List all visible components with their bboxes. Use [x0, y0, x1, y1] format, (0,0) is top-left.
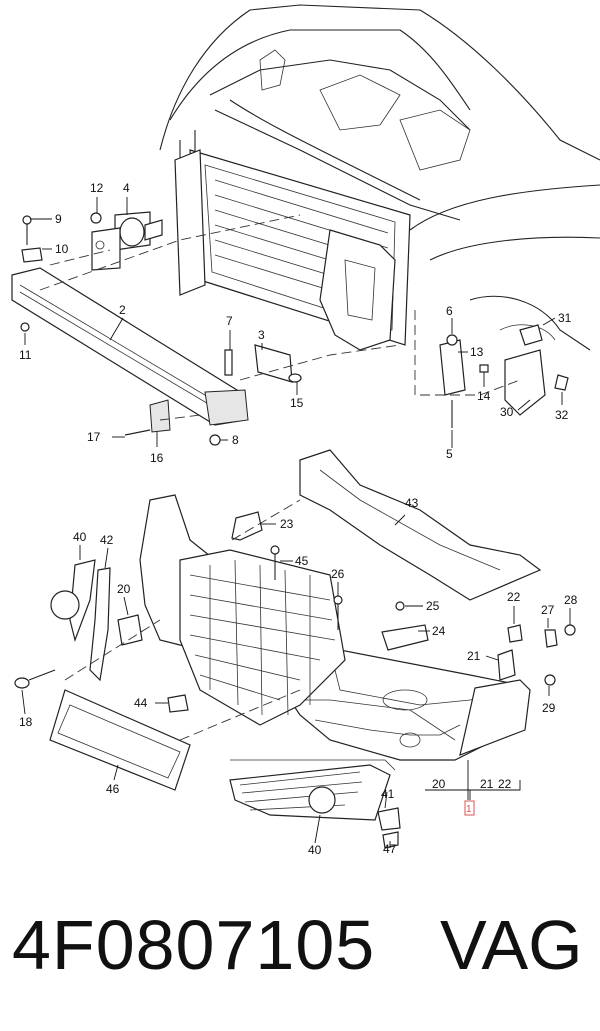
label-7: 7 — [226, 314, 233, 328]
part-number: 4F0807105 — [12, 906, 376, 984]
label-6: 6 — [446, 304, 453, 318]
label-43: 43 — [405, 496, 419, 510]
label-22-top: 22 — [507, 590, 521, 604]
label-24: 24 — [432, 624, 446, 638]
label-3: 3 — [258, 328, 265, 342]
bumper-reinforcement — [11, 267, 249, 433]
assembly-guide-lines — [39, 214, 521, 421]
label-40-top: 40 — [73, 530, 87, 544]
radiator-lock-carrier — [174, 149, 411, 351]
label-13: 13 — [470, 345, 484, 359]
label-46: 46 — [106, 782, 120, 796]
brand-name: VAG — [440, 906, 583, 984]
label-16: 16 — [150, 451, 164, 465]
callout-bracket-1 — [425, 760, 521, 816]
label-5: 5 — [446, 447, 453, 461]
exploded-parts-diagram: 12 4 9 10 11 2 7 3 15 17 16 8 6 13 14 5 … — [11, 4, 600, 857]
part-labels: 12 4 9 10 11 2 7 3 15 17 16 8 6 13 14 5 … — [19, 181, 578, 857]
label-20-left: 20 — [117, 582, 131, 596]
label-47: 47 — [383, 842, 397, 856]
label-22-bracket: 22 — [498, 777, 512, 791]
label-18: 18 — [19, 715, 33, 729]
bumper-cover-assembly — [14, 449, 576, 849]
label-12: 12 — [90, 181, 104, 195]
label-30: 30 — [500, 405, 514, 419]
label-23: 23 — [280, 517, 294, 531]
label-14: 14 — [477, 389, 491, 403]
label-29: 29 — [542, 701, 556, 715]
label-41: 41 — [381, 787, 395, 801]
impact-absorber — [91, 211, 163, 271]
label-21-left: 21 — [467, 649, 481, 663]
label-44: 44 — [134, 696, 148, 710]
label-15: 15 — [290, 396, 304, 410]
label-2: 2 — [119, 303, 126, 317]
label-42: 42 — [100, 533, 114, 547]
label-9: 9 — [55, 212, 62, 226]
label-1: 1 — [466, 804, 472, 815]
label-11: 11 — [19, 348, 32, 362]
label-8: 8 — [232, 433, 239, 447]
label-25: 25 — [426, 599, 440, 613]
label-4: 4 — [123, 181, 130, 195]
label-20-bracket: 20 — [432, 777, 446, 791]
label-40-bottom: 40 — [308, 843, 322, 857]
footer: 4F0807105 VAG — [0, 895, 600, 1005]
label-31: 31 — [558, 311, 572, 325]
label-28: 28 — [564, 593, 578, 607]
label-26: 26 — [331, 567, 345, 581]
label-17: 17 — [87, 430, 101, 444]
label-27: 27 — [541, 603, 555, 617]
label-32: 32 — [555, 408, 569, 422]
label-21-bracket: 21 — [480, 777, 494, 791]
label-45: 45 — [295, 554, 309, 568]
label-10: 10 — [55, 242, 69, 256]
leader-lines — [21, 197, 571, 848]
fasteners-top — [20, 212, 569, 446]
